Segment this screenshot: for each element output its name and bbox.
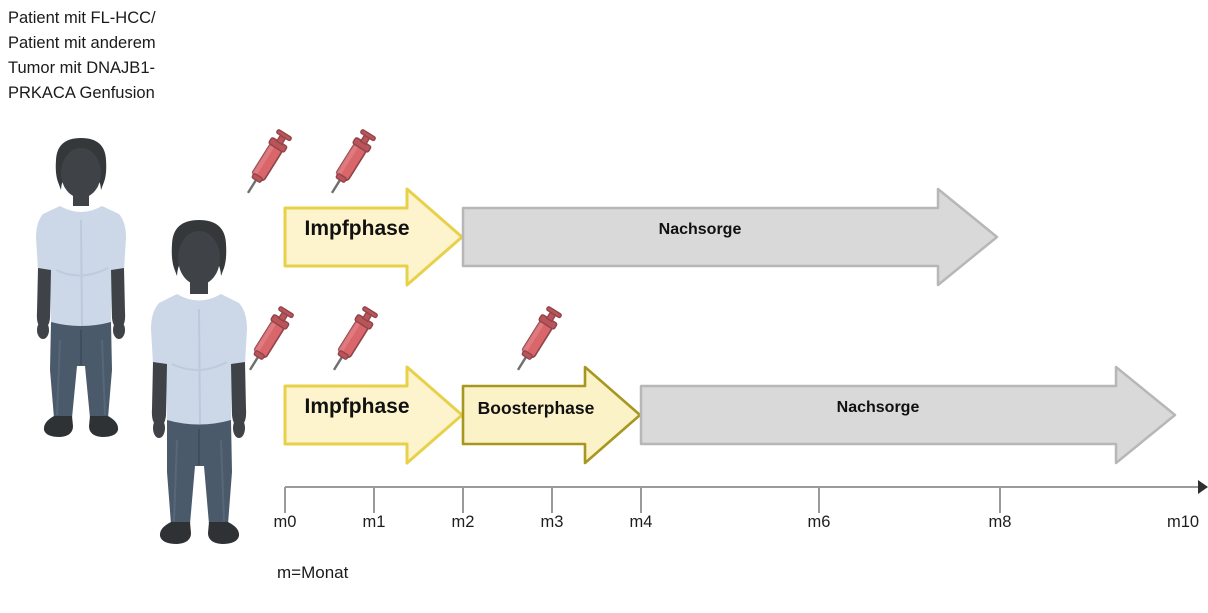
syringe-icon <box>330 129 376 194</box>
arm-1-followup-label: Nachsorge <box>658 221 742 238</box>
arm-1-followup-arrow[interactable] <box>461 186 1001 288</box>
arm-1-vaccination-arrow[interactable] <box>283 186 465 288</box>
tick-label-m4: m4 <box>629 513 653 531</box>
arm-2-vaccination-arrow[interactable] <box>283 364 465 466</box>
arm-2-booster-label: Boosterphase <box>477 398 595 418</box>
syringe-icon <box>246 129 292 194</box>
arm-2-booster-arrow[interactable] <box>461 364 643 466</box>
syringe-icon <box>332 306 378 371</box>
arm-1-vaccination-label: Impfphase <box>304 217 410 240</box>
tick-label-m10: m10 <box>1166 513 1200 531</box>
tick-label-m0: m0 <box>273 513 297 531</box>
axis-legend-note: m=Monat <box>277 563 349 582</box>
arm-2-followup-label: Nachsorge <box>836 399 920 416</box>
patient-figure-1 <box>36 138 126 437</box>
arm-2-followup-arrow[interactable] <box>639 364 1179 466</box>
cohort-caption: Patient mit FL-HCC/ Patient mit anderem … <box>8 9 156 102</box>
timeline-axis <box>284 480 1208 513</box>
arm-2-vaccination-label: Impfphase <box>304 395 410 418</box>
tick-label-m3: m3 <box>540 513 564 531</box>
tick-label-m6: m6 <box>807 513 831 531</box>
tick-label-m2: m2 <box>451 513 475 531</box>
syringe-icon <box>248 306 294 371</box>
tick-label-m8: m8 <box>988 513 1012 531</box>
syringe-icon <box>516 306 562 371</box>
tick-label-m1: m1 <box>362 513 386 531</box>
